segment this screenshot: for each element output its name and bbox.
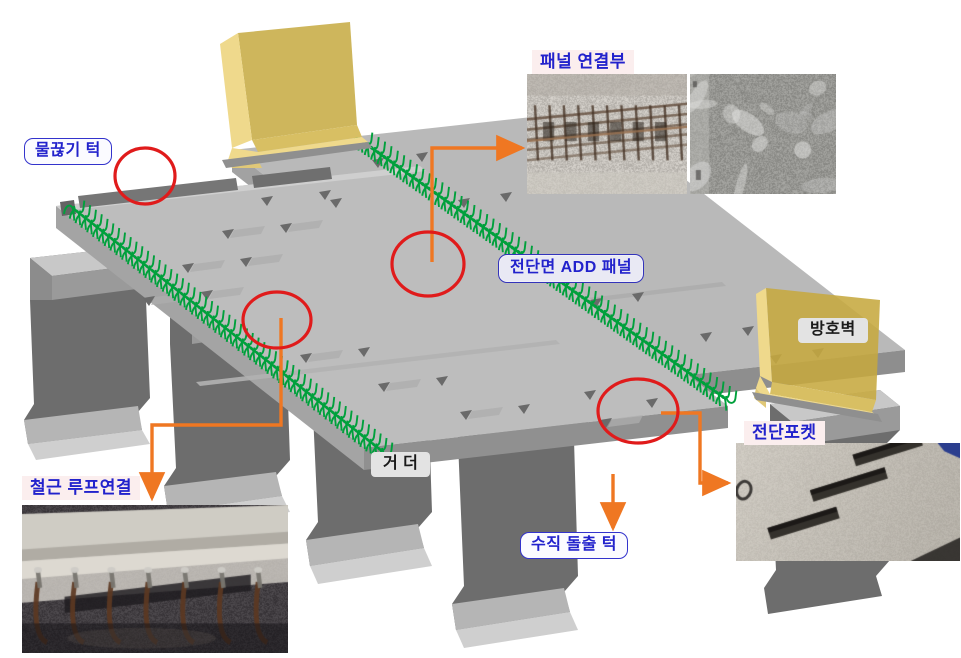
label-shear-pocket[interactable]: 전단포켓 <box>744 421 825 445</box>
rebar-loop-photo <box>22 505 288 653</box>
shear-pocket-photo <box>736 443 960 561</box>
barrier-near <box>752 288 882 422</box>
shear-pocket-marks <box>143 190 658 428</box>
rebar-loops <box>63 132 738 463</box>
circle-shear-pocket <box>596 377 680 445</box>
label-rebar-loop[interactable]: 철근 루프연결 <box>22 476 141 500</box>
circle-rebar-loop <box>241 290 313 350</box>
label-barrier-wall[interactable]: 방호벽 <box>798 318 868 343</box>
label-drip-notch[interactable]: 물끊기 턱 <box>24 138 112 165</box>
label-girder[interactable]: 거 더 <box>371 452 431 477</box>
panel-joint-rebar-photo <box>527 74 687 194</box>
leader-panel-joint <box>430 134 526 262</box>
label-add-panel[interactable]: 전단면 ADD 패널 <box>498 254 645 283</box>
leader-rebar-loop <box>138 318 283 502</box>
barrier-far <box>220 22 372 168</box>
circle-drip-notch <box>113 146 177 206</box>
leader-shear-pocket <box>661 411 732 497</box>
label-panel-joint[interactable]: 패널 연결부 <box>532 50 634 74</box>
leader-lines <box>138 134 732 532</box>
panel-joint-face-photo <box>690 74 836 194</box>
label-vertical-nib[interactable]: 수직 돌출 턱 <box>520 532 628 559</box>
circle-panel-joint <box>390 230 466 298</box>
highlight-circles <box>113 146 680 445</box>
shear-pocket-shadows <box>151 220 643 427</box>
